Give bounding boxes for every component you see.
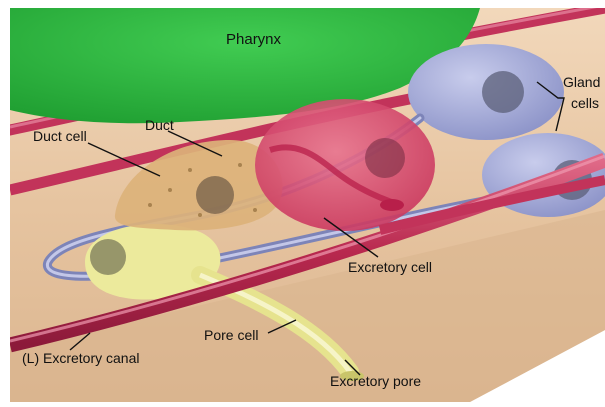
label-excretory-pore: Excretory pore: [330, 373, 421, 389]
label-gland: Gland: [563, 74, 600, 90]
label-duct: Duct: [145, 117, 174, 133]
label-excretory-cell: Excretory cell: [348, 259, 432, 275]
excretory-cell: [255, 99, 435, 231]
label-cells: cells: [571, 95, 599, 111]
label-duct-cell: Duct cell: [33, 128, 87, 144]
gland-cell-upper: [408, 44, 564, 140]
label-excretory-canal: (L) Excretory canal: [22, 350, 139, 366]
label-pore-cell: Pore cell: [204, 327, 258, 343]
label-pharynx: Pharynx: [226, 31, 282, 48]
